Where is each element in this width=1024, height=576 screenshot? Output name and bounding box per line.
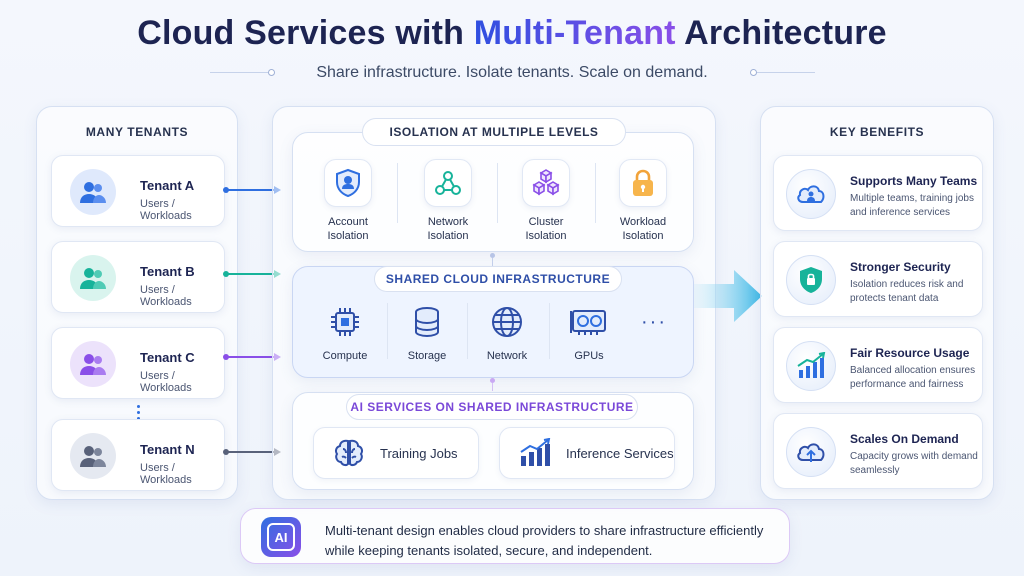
- users-icon: [80, 446, 106, 467]
- tenant-card-c[interactable]: Tenant C Users / Workloads: [51, 327, 225, 399]
- tenant-a-sub: Users / Workloads: [140, 198, 192, 222]
- gpus-label: GPUs: [574, 350, 604, 362]
- ellipsis-vertical-icon: [133, 405, 143, 420]
- infra-gpus[interactable]: GPUs: [551, 305, 627, 362]
- chip-icon: [331, 308, 359, 336]
- footer-banner: AI Multi-tenant design enables cloud pro…: [240, 508, 790, 564]
- growth-chart-icon: [797, 352, 826, 378]
- tenant-a-name: Tenant A: [140, 178, 195, 193]
- tenant-c-sub: Users / Workloads: [140, 370, 192, 394]
- workload-label-1: Workload: [619, 216, 667, 228]
- tenant-card-n[interactable]: Tenant N Users / Workloads: [51, 419, 225, 491]
- tenant-card-b[interactable]: Tenant B Users / Workloads: [51, 241, 225, 313]
- benefits-heading: KEY BENEFITS: [829, 125, 925, 139]
- shield-lock-icon: [800, 267, 822, 293]
- brain-icon: [335, 439, 363, 467]
- ai-chip-icon: AI: [261, 517, 301, 557]
- service-inference[interactable]: Inference Services: [499, 427, 675, 479]
- footer-text: Multi-tenant design enables cloud provid…: [325, 521, 785, 561]
- cluster-label-1: Cluster: [528, 216, 564, 228]
- benefit-teams-desc: Multiple teams, training jobs and infere…: [850, 193, 974, 218]
- subtitle-dot-right: [750, 69, 757, 76]
- tenant-b-name: Tenant B: [140, 264, 195, 279]
- isolation-heading: ISOLATION AT MULTIPLE LEVELS: [362, 118, 626, 146]
- tenant-n-name: Tenant N: [140, 442, 195, 457]
- page-title: Cloud Services with Multi-Tenant Archite…: [0, 14, 1024, 53]
- lock-icon: [633, 169, 653, 196]
- tenant-b-sub: Users / Workloads: [140, 284, 192, 308]
- network-nodes-icon: [435, 171, 461, 195]
- flow-arrow-icon: [694, 270, 762, 322]
- tenant-n-avatar: [70, 433, 116, 479]
- benefit-scales-title: Scales On Demand: [850, 432, 959, 446]
- ai-services-heading: AI SERVICES ON SHARED INFRASTRUCTURE: [346, 394, 638, 420]
- connector-dot: [490, 253, 495, 258]
- title-prefix: Cloud Services with: [137, 14, 474, 52]
- database-icon: [415, 307, 439, 338]
- workload-label-2: Isolation: [622, 230, 664, 242]
- users-icon: [80, 182, 106, 203]
- tenant-a-avatar: [70, 169, 116, 215]
- gpu-icon: [570, 310, 606, 335]
- benefit-card-teams[interactable]: Supports Many Teams Multiple teams, trai…: [773, 155, 983, 231]
- globe-icon: [492, 307, 522, 337]
- benefit-fair-title: Fair Resource Usage: [850, 346, 970, 360]
- infra-storage[interactable]: Storage: [389, 305, 465, 362]
- tenant-c-name: Tenant C: [140, 350, 195, 365]
- more-items-icon: ···: [641, 311, 667, 333]
- benefit-card-fair-usage[interactable]: Fair Resource Usage Balanced allocation …: [773, 327, 983, 403]
- title-accent: Multi-Tenant: [473, 14, 676, 52]
- cluster-cubes-icon: [532, 169, 560, 196]
- network-label-1: Network: [427, 216, 469, 228]
- page-subtitle: Share infrastructure. Isolate tenants. S…: [316, 64, 708, 81]
- infrastructure-heading: SHARED CLOUD INFRASTRUCTURE: [374, 266, 622, 292]
- tenants-panel: MANY TENANTS Tenant A Users / Workloads …: [36, 106, 238, 500]
- tenant-n-sub: Users / Workloads: [140, 462, 192, 486]
- training-jobs-label: Training Jobs: [380, 445, 458, 461]
- footer-line-1: Multi-tenant design enables cloud provid…: [325, 523, 764, 538]
- benefits-panel: KEY BENEFITS Supports Many Teams Multipl…: [760, 106, 994, 500]
- footer-line-2: while keeping tenants isolated, secure, …: [325, 543, 653, 558]
- title-suffix: Architecture: [675, 14, 887, 52]
- benefit-fair-desc: Balanced allocation ensures performance …: [850, 365, 976, 390]
- ai-badge-label: AI: [267, 523, 295, 551]
- compute-label: Compute: [322, 350, 368, 362]
- tenant-card-a[interactable]: Tenant A Users / Workloads: [51, 155, 225, 227]
- cloud-user-icon: [797, 185, 825, 203]
- shield-user-icon: [336, 168, 360, 198]
- tenant-c-avatar: [70, 341, 116, 387]
- tenant-b-avatar: [70, 255, 116, 301]
- infra-network[interactable]: Network: [469, 305, 545, 362]
- users-icon: [80, 268, 106, 289]
- infra-compute[interactable]: Compute: [307, 305, 383, 362]
- subtitle-divider-right: [757, 72, 815, 73]
- subtitle-divider-left: [210, 72, 268, 73]
- cloud-upload-icon: [797, 443, 825, 462]
- users-icon: [80, 354, 106, 375]
- cluster-label-2: Isolation: [525, 230, 567, 242]
- benefit-security-title: Stronger Security: [850, 260, 951, 274]
- account-label-1: Account: [328, 216, 368, 228]
- account-label-2: Isolation: [327, 230, 369, 242]
- benefit-card-security[interactable]: Stronger Security Isolation reduces risk…: [773, 241, 983, 317]
- benefit-security-desc: Isolation reduces risk and protects tena…: [850, 279, 964, 304]
- benefit-card-scales[interactable]: Scales On Demand Capacity grows with dem…: [773, 413, 983, 489]
- bar-chart-icon: [520, 438, 551, 466]
- service-training-jobs[interactable]: Training Jobs: [313, 427, 479, 479]
- network-label-2: Isolation: [427, 230, 469, 242]
- storage-label: Storage: [407, 350, 447, 362]
- benefit-teams-title: Supports Many Teams: [850, 174, 978, 188]
- subtitle-dot-left: [268, 69, 275, 76]
- network-infra-label: Network: [486, 350, 528, 362]
- tenants-heading: MANY TENANTS: [85, 125, 189, 139]
- benefit-scales-desc: Capacity grows with demand seamlessly: [850, 451, 978, 476]
- inference-services-label: Inference Services: [566, 445, 674, 461]
